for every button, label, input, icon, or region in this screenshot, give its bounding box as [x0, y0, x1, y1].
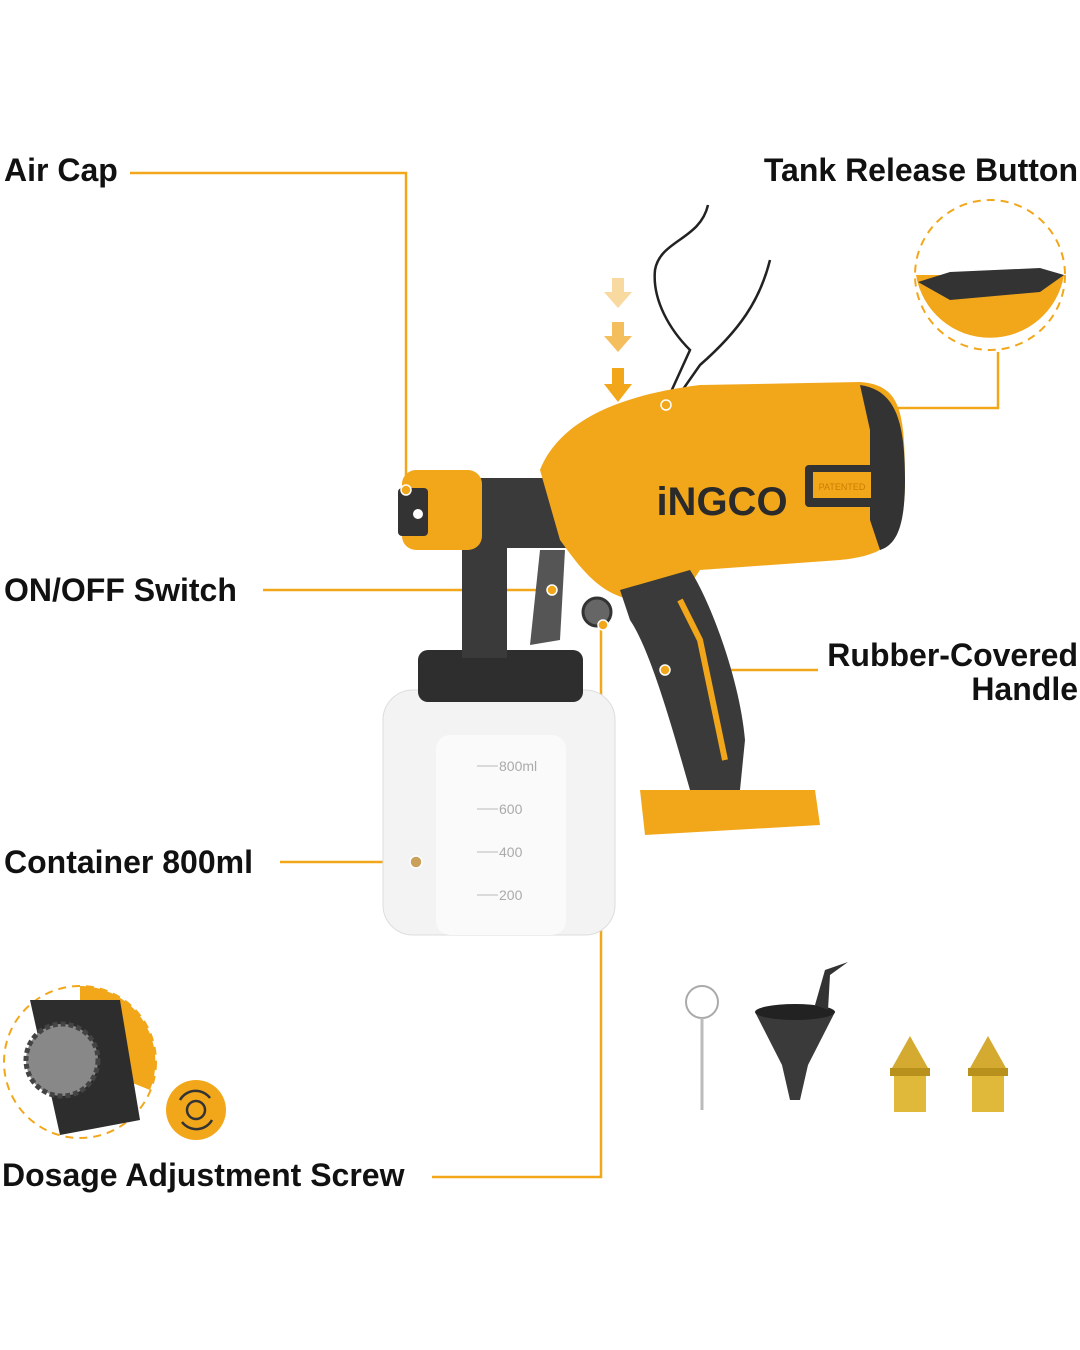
label-tank-release-button: Tank Release Button	[763, 152, 1078, 188]
rotate-icon	[166, 1080, 226, 1140]
dosage-screw-inset	[3, 985, 157, 1139]
label-handle-line2: Handle	[971, 671, 1078, 707]
scale-800: 800ml	[499, 758, 537, 774]
marker-dots	[400, 399, 672, 869]
brand-logo: iNGCO	[656, 480, 787, 524]
nozzle-2	[968, 1036, 1008, 1112]
cleaning-needle	[685, 985, 719, 1110]
scale-200: 200	[499, 887, 523, 903]
air-cap-leader	[130, 171, 408, 490]
label-air-cap: Air Cap	[4, 152, 118, 188]
tank-release-leader	[880, 352, 1000, 410]
label-handle: Rubber-Covered Handle	[827, 638, 1078, 706]
tank-release-inset	[914, 199, 1066, 351]
label-container: Container 800ml	[4, 844, 253, 880]
scale-400: 400	[499, 844, 523, 860]
container	[382, 548, 616, 936]
nozzle-1	[890, 1036, 930, 1112]
scale-600: 600	[499, 801, 523, 817]
down-arrows-icon	[604, 278, 632, 402]
patented-badge: PATENTED	[819, 482, 866, 492]
viscosity-cup	[755, 962, 848, 1100]
hand-press-icon	[653, 204, 772, 406]
label-dosage-screw: Dosage Adjustment Screw	[2, 1157, 405, 1193]
label-handle-line1: Rubber-Covered	[827, 637, 1078, 673]
spray-gun: PATENTED iNGCO	[398, 382, 905, 835]
container-scale: 800ml 600 400 200	[477, 758, 537, 903]
label-on-off-switch: ON/OFF Switch	[4, 572, 237, 608]
